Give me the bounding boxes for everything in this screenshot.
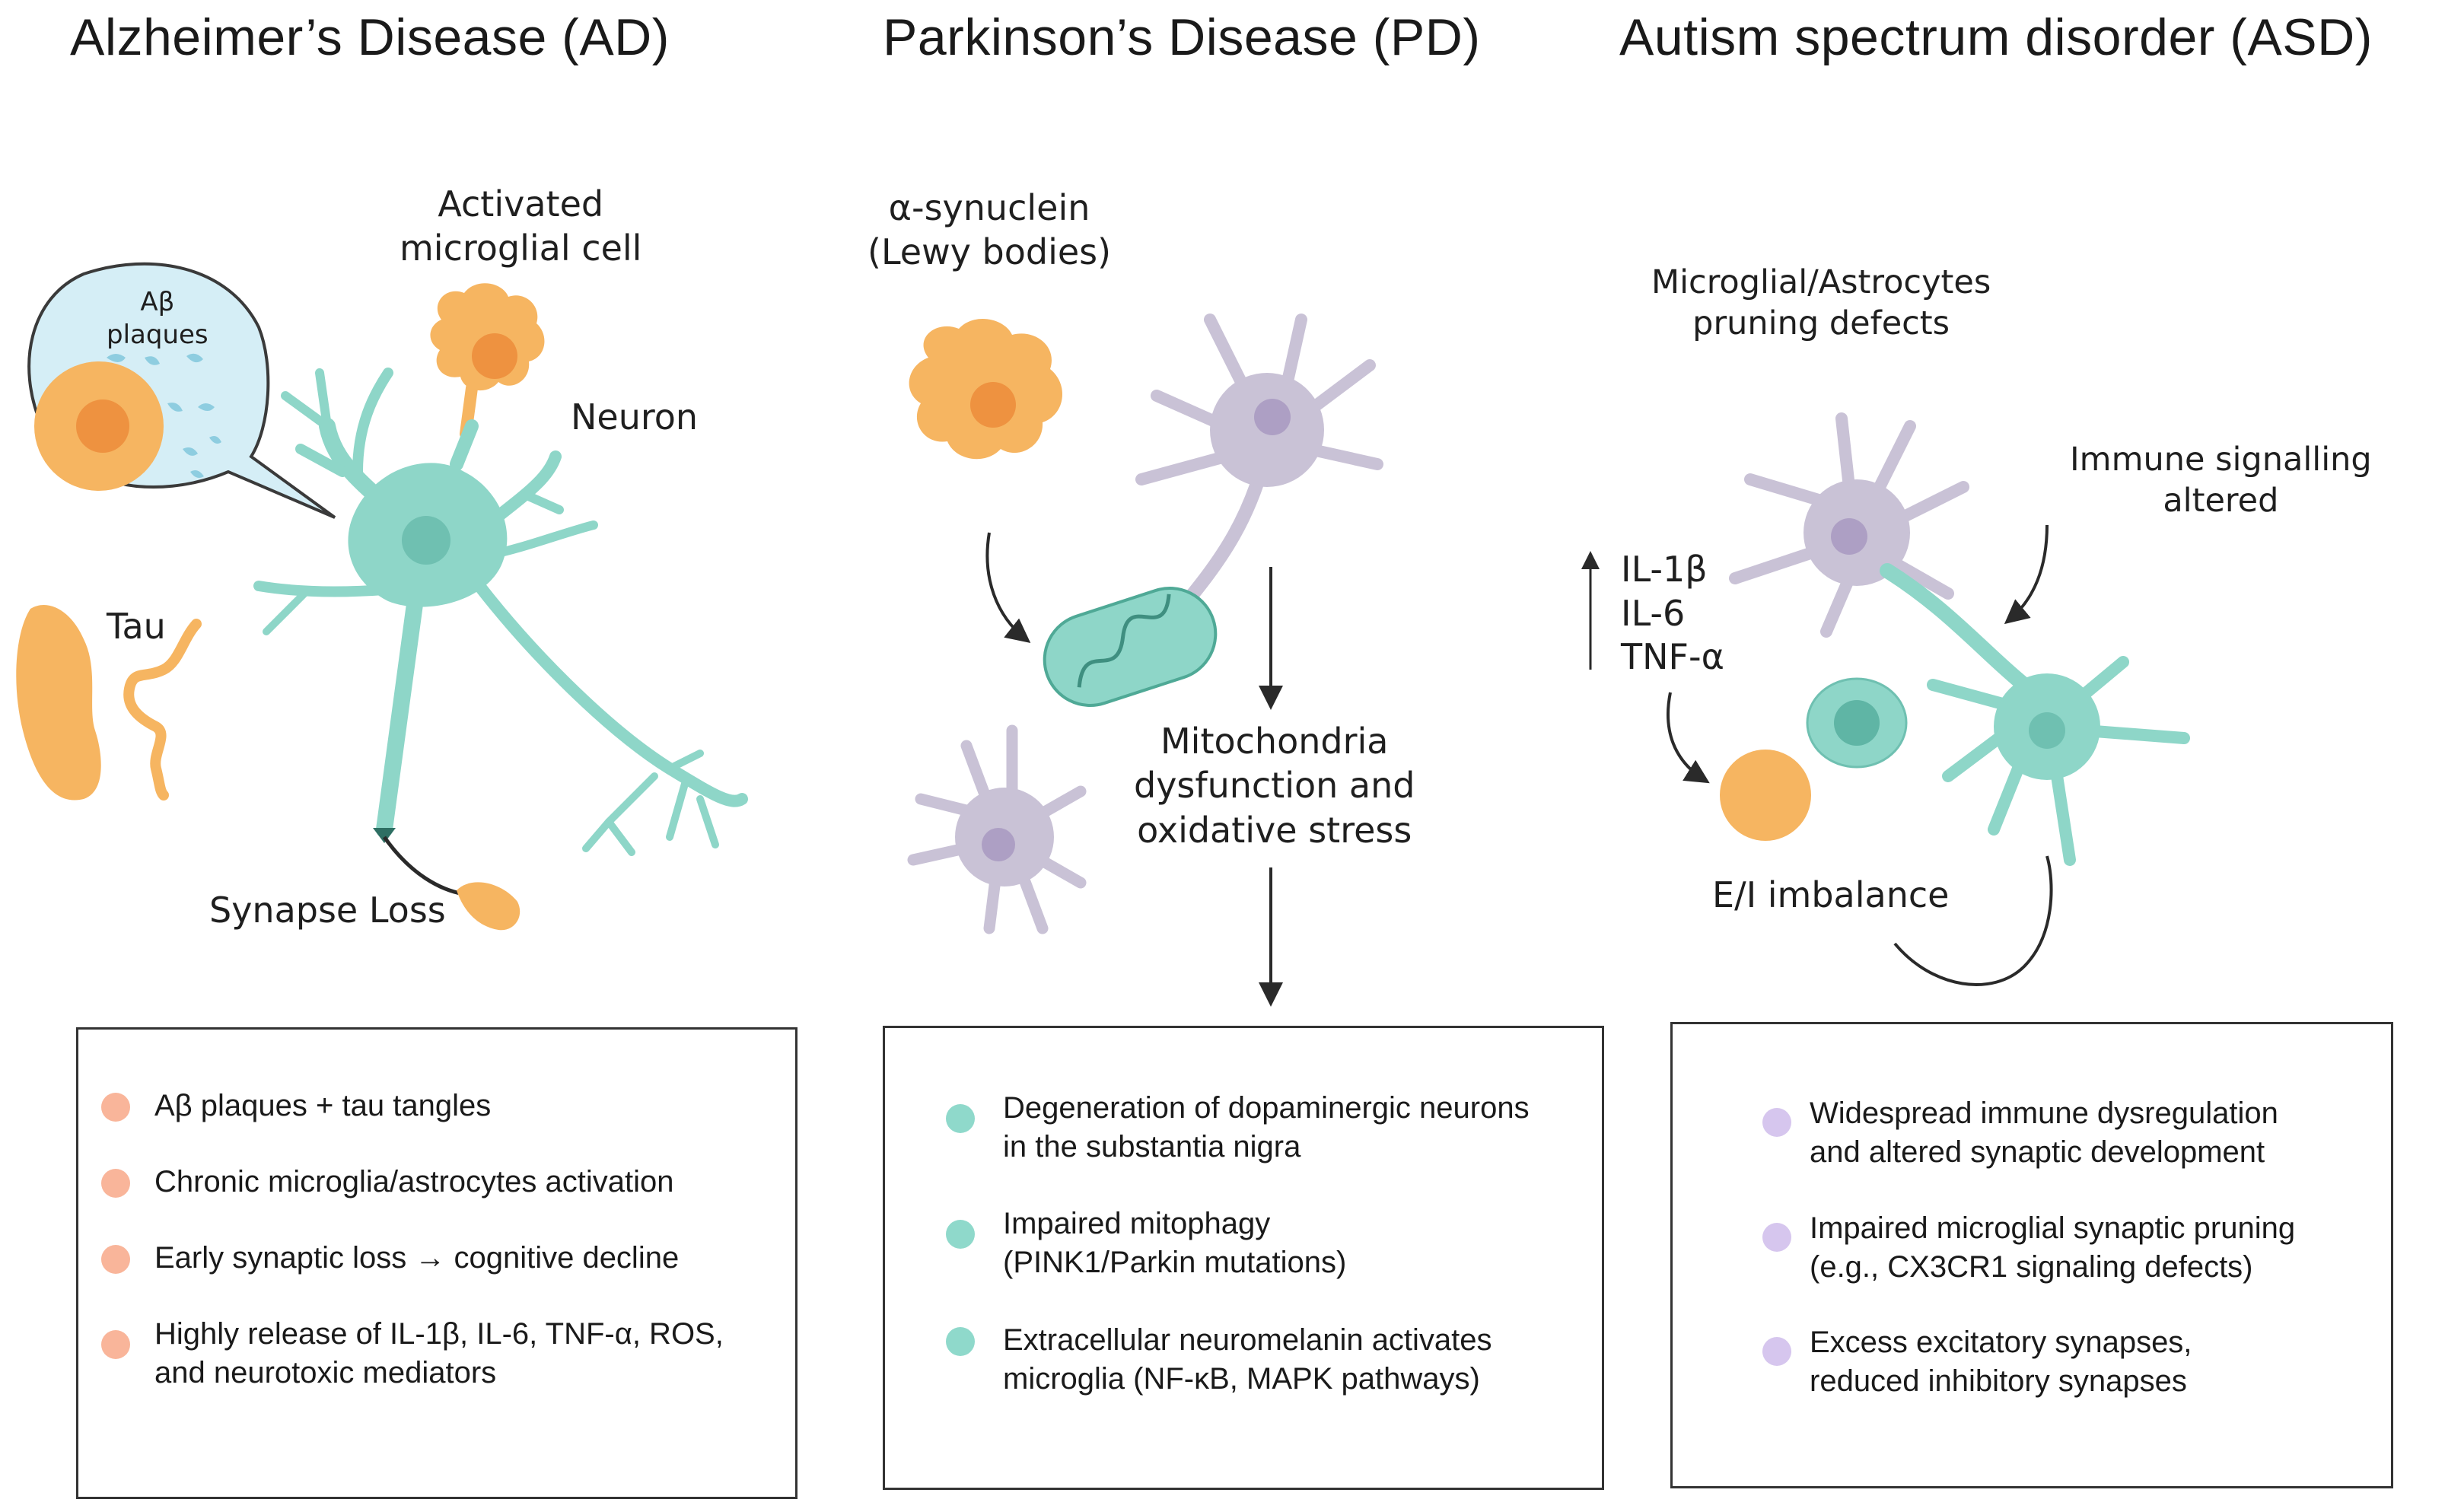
pd-astrocyte-lower [907,724,1087,934]
title-ad: Alzheimer’s Disease (AD) [70,8,670,66]
label-neuron: Neuron [571,396,699,438]
pd-illustration [907,314,1383,1007]
pd-bullet-dot [946,1104,975,1133]
tau-tangles [16,604,202,801]
label-mitochondria-dysfunction: Mitochondria dysfunction and oxidative s… [1134,721,1415,851]
activated-microglial-cell [430,283,545,440]
ei-imbalance-curve [1893,855,2053,986]
abeta-plaque-bubble [27,262,336,519]
pd-astrocyte-upper [1135,314,1383,608]
asd-bullet-dot [1762,1108,1791,1137]
label-cytokines: IL-1β IL-6 TNF-α [1621,549,1724,677]
asd-bullet-dot [1762,1337,1791,1366]
ad-neuron [253,368,748,856]
label-alpha-synuclein: α-synuclein (Lewy bodies) [868,187,1112,272]
ad-bullet-dot [101,1245,130,1274]
ad-bullet-dot [101,1093,130,1122]
title-pd: Parkinson’s Disease (PD) [883,8,1481,66]
alpha-synuclein-cell [909,318,1063,460]
ad-neuron-nucleus [402,516,450,565]
ad-illustration [16,262,748,931]
arrow-synuclein-to-mito [985,532,1031,643]
synapse-loss [373,828,521,931]
mitochondrion [1043,587,1218,707]
ad-bullet-dot [101,1169,130,1198]
arrow-cytokines-to-cell [1667,692,1710,784]
illustration [16,262,2190,1007]
label-immune-signalling: Immune signalling altered [2070,441,2372,520]
asd-bullet-dot [1762,1223,1791,1252]
asd-teal-cell [1806,677,1908,769]
pd-bullet-dot [946,1220,975,1249]
asd-astrocyte [1729,412,1969,638]
title-asd: Autism spectrum disorder (ASD) [1619,8,2373,66]
asd-illustration [1581,412,2190,986]
label-pruning-defects: Microglial/Astrocytes pruning defects [1651,263,1991,342]
asd-neuron [1927,656,2190,866]
asd-process [1880,563,2032,692]
label-ei-imbalance: E/I imbalance [1712,874,1950,915]
ad-bullet-dot [101,1330,130,1359]
label-synapse-loss: Synapse Loss [209,890,446,931]
label-tau: Tau [107,606,166,647]
asd-orange-cell [1720,750,1811,841]
arrow-immune-signalling [2004,524,2049,625]
label-abeta-plaques: Aβ plaques [107,287,209,350]
pd-bullet-dot [946,1327,975,1356]
ad-summary-box: Aβ plaques + tau tangles Chronic microgl… [76,1027,797,1499]
label-activated-microglial-cell: Activated microglial cell [400,183,642,269]
